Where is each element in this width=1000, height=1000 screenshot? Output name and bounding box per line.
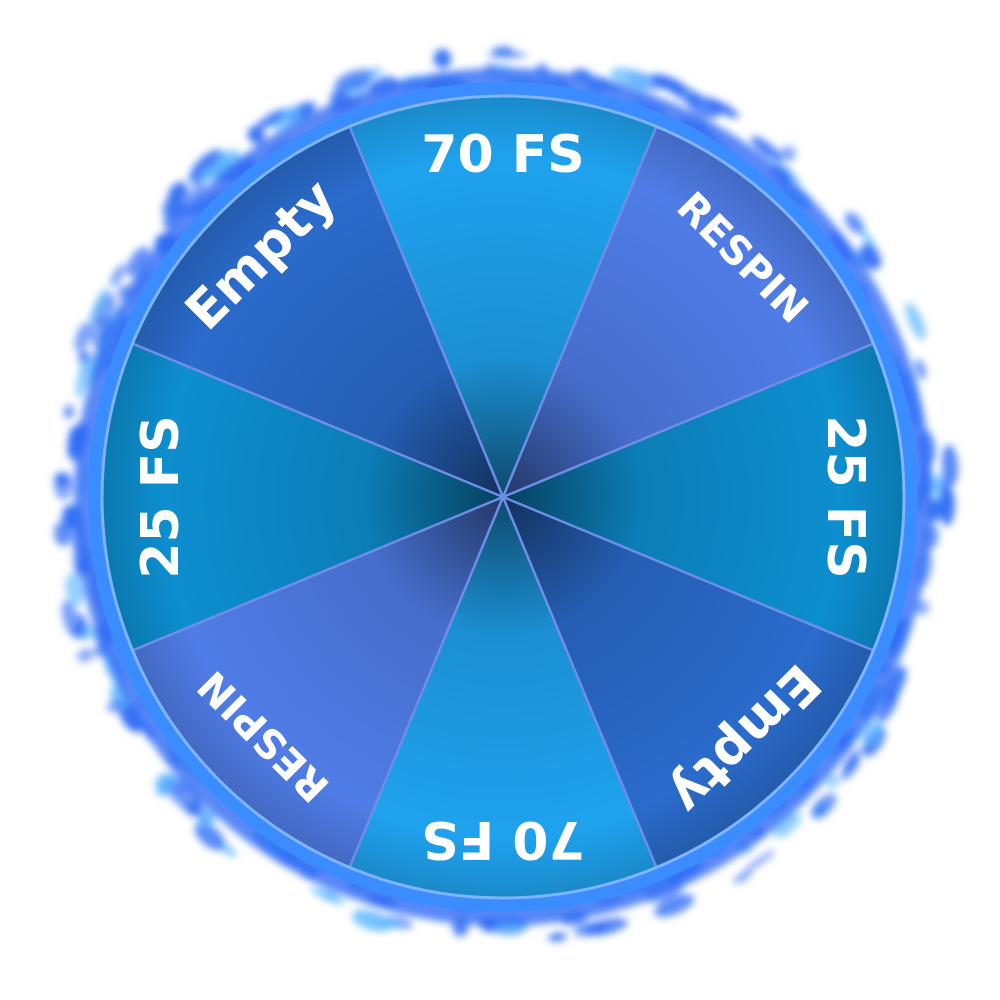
flame-blob: [861, 720, 883, 746]
flame-blob: [859, 228, 877, 252]
flame-blob: [180, 780, 200, 801]
flame-blob: [186, 800, 202, 816]
flame-blob: [188, 151, 224, 185]
flame-blob: [750, 136, 783, 162]
flame-blob: [221, 844, 237, 857]
flame-blob: [118, 700, 143, 733]
segment-divider: [348, 126, 505, 498]
flame-blob: [63, 404, 75, 420]
flame-blob: [811, 793, 837, 819]
flame-blob: [200, 166, 217, 182]
flame-blob: [670, 84, 702, 104]
segment-divider: [502, 342, 874, 499]
flame-blob: [76, 648, 95, 663]
segment-label: 70 FS: [421, 809, 584, 869]
flame-blob: [915, 600, 930, 615]
segment-divider: [348, 496, 505, 868]
wheel-border: [100, 94, 906, 900]
flame-blob: [780, 145, 797, 162]
segment-divider: [132, 342, 504, 499]
flame-blob: [915, 358, 927, 380]
flame-blob: [939, 486, 955, 527]
flame-blob: [585, 917, 628, 936]
segment-label: 70 FS: [421, 125, 584, 185]
segment-divider: [501, 496, 658, 868]
flame-blob: [654, 894, 695, 918]
flame-blob: [255, 109, 286, 131]
flame-blob: [310, 887, 346, 905]
flame-blob: [194, 822, 226, 851]
flame-blob: [155, 773, 174, 792]
segment-divider: [501, 126, 658, 498]
flame-blob: [773, 812, 802, 839]
flame-blob: [487, 51, 528, 59]
flame-blob: [941, 444, 959, 487]
flame-blob: [80, 625, 98, 640]
flame-blob: [89, 286, 108, 323]
flame-blob: [334, 69, 374, 92]
flame-blob: [744, 850, 776, 873]
flame-blob: [126, 246, 149, 277]
flame-blob: [932, 477, 941, 493]
flame-blob: [905, 302, 926, 341]
flame-blob: [217, 154, 230, 168]
flame-blob: [548, 932, 567, 942]
flame-blob: [706, 98, 739, 119]
flame-blob: [844, 212, 864, 234]
flame-blob: [74, 321, 92, 352]
flame-glow: [74, 68, 932, 926]
flame-blob: [433, 48, 452, 69]
flame-blob: [107, 699, 123, 713]
segment-divider: [132, 495, 504, 652]
flame-blob: [198, 809, 217, 828]
flame-blob: [75, 357, 92, 399]
wheel-rim: [88, 82, 918, 912]
segment-divider: [502, 495, 874, 652]
flame-blob: [168, 181, 188, 202]
flame-blob: [54, 472, 70, 487]
flame-blob: [186, 182, 206, 202]
flame-blob: [883, 666, 907, 705]
flame-blob: [826, 774, 840, 789]
segment-label: 25 FS: [131, 415, 191, 578]
flame-blob: [733, 870, 752, 884]
flame-blob: [65, 573, 85, 607]
flame-blob: [841, 756, 861, 780]
flame-blob: [110, 264, 126, 287]
flame-blob: [247, 126, 265, 144]
flame-blob: [859, 243, 882, 271]
flame-blob: [352, 909, 392, 932]
segment-label: 25 FS: [815, 415, 875, 578]
flame-blob: [79, 362, 88, 376]
